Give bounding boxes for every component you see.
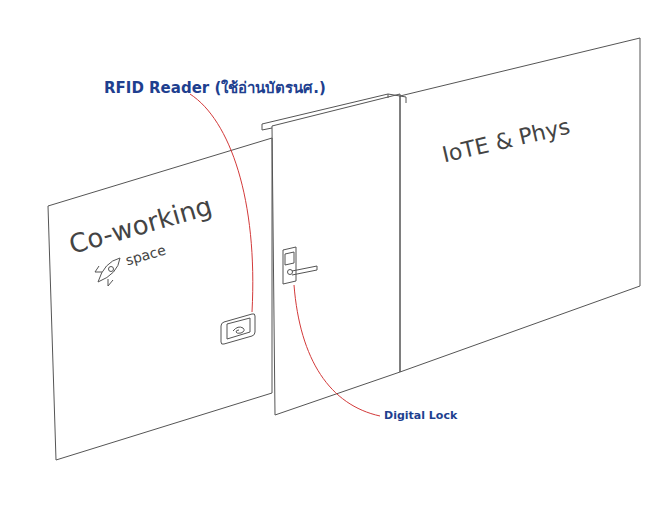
left-wall-panel [48, 138, 272, 460]
room-label: space [124, 243, 168, 269]
right-wall-panel [400, 38, 640, 372]
door-header-edge [262, 128, 272, 130]
callout-label: Digital Lock [384, 410, 457, 422]
room-label: IoTE & Phys [440, 115, 572, 168]
door-header-edge [388, 94, 389, 98]
leader-line [294, 285, 380, 416]
door [272, 94, 400, 415]
digital-lock [283, 247, 317, 284]
door-header [262, 94, 406, 130]
rfid-reader [221, 314, 255, 345]
rocket-icon [95, 258, 120, 286]
callout-label: RFID Reader (ใช้อ่านบัตรนศ.) [104, 80, 326, 97]
